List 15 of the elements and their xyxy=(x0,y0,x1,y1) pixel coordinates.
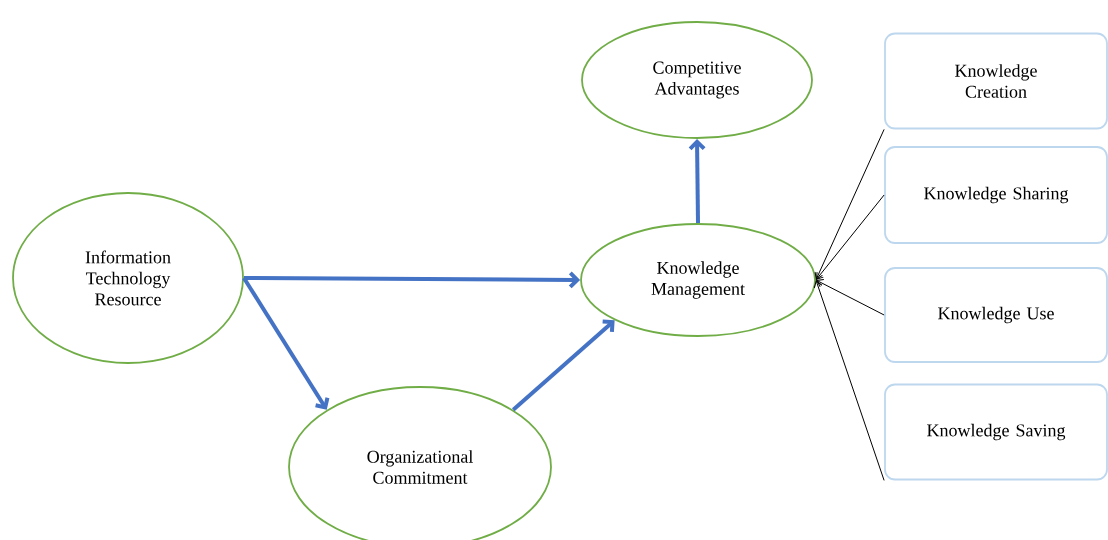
rounded-box: Knowledge Sharing xyxy=(884,146,1108,244)
arrow xyxy=(242,276,330,410)
arrow xyxy=(813,280,885,481)
oval-node: Knowledge Management xyxy=(580,223,816,337)
arrow xyxy=(816,279,885,316)
arrow xyxy=(688,138,706,224)
arrow xyxy=(814,128,885,280)
oval-node: Competitive Advantages xyxy=(581,21,813,139)
rounded-box: Knowledge Saving xyxy=(884,383,1108,481)
arrow xyxy=(243,271,581,289)
arrow xyxy=(511,319,615,412)
oval-node: Information Technology Resource xyxy=(12,192,244,364)
rounded-box: Knowledge Creation xyxy=(884,32,1108,130)
arrow xyxy=(815,194,885,280)
rounded-box: Knowledge Use xyxy=(884,267,1108,363)
